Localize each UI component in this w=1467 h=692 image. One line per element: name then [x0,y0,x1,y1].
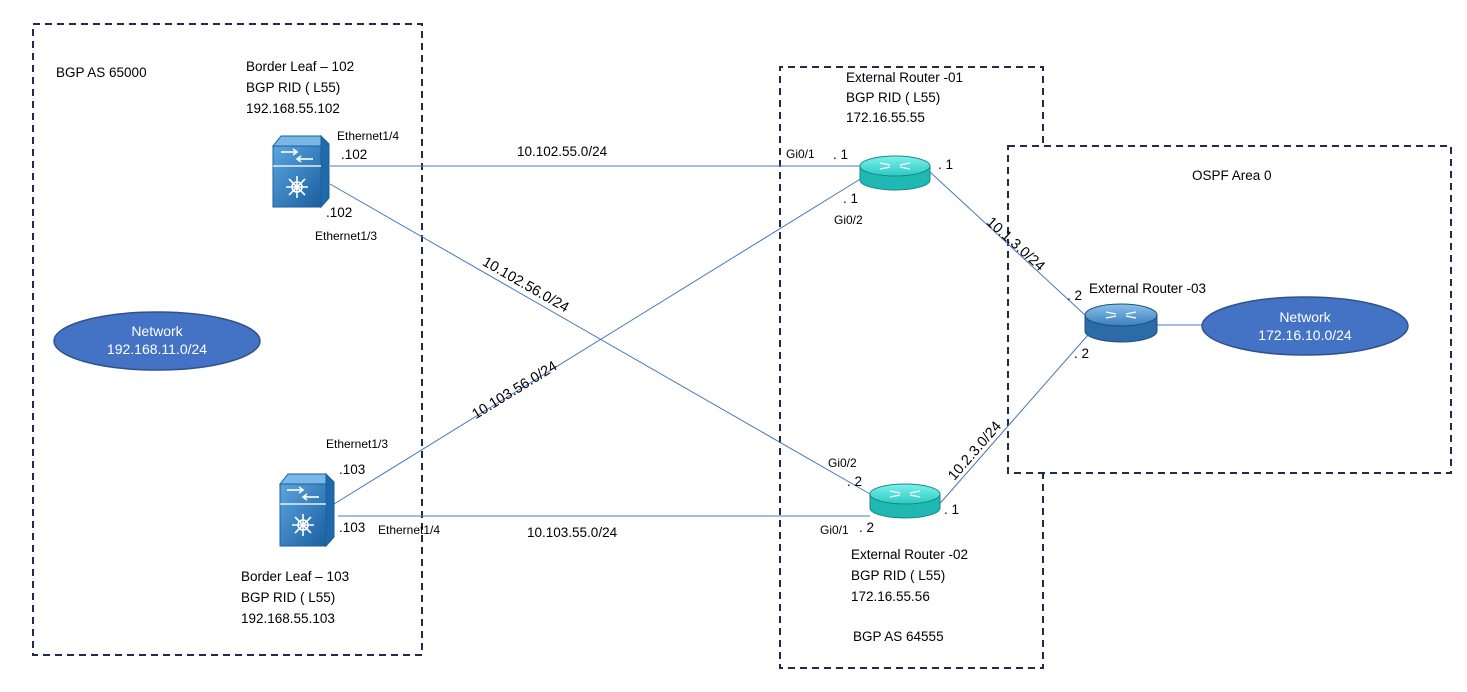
r03-l5-ip: . 2 [1067,288,1083,303]
r01-gi02: Gi0/2 [834,213,863,227]
network-left: Network 192.168.11.0/24 [57,322,257,358]
leaf102-name: Border Leaf – 102 [246,59,355,74]
switch-icon-leaf103 [278,472,335,548]
leaf102-eth13: Ethernet1/3 [315,229,378,243]
network-left-title: Network [131,323,183,339]
as-box-right [1007,145,1452,474]
r03-name: External Router -03 [1089,281,1207,296]
router-icon-r02 [869,483,941,519]
r02-gi01-ip: . 2 [859,520,875,535]
r01-rid-label: BGP RID ( L55) [846,90,941,105]
router-icon-r03 [1084,303,1158,343]
leaf103-eth14-ip: .103 [339,520,366,535]
network-right-ellipse [1201,296,1409,356]
leaf102-rid-label: BGP RID ( L55) [246,80,341,95]
leaf103-rid-label: BGP RID ( L55) [241,590,336,605]
leaf103-eth13-ip: .103 [339,462,366,477]
r01-gi01-ip: . 1 [833,147,849,162]
link-10-102-56 [329,183,871,495]
r02-name: External Router -02 [851,547,969,562]
network-left-ellipse [53,311,261,371]
leaf102-eth13-ip: .102 [326,205,353,220]
network-right: Network 172.16.10.0/24 [1205,308,1405,344]
r01-name: External Router -01 [846,70,964,85]
leaf102-rid: 192.168.55.102 [246,101,340,116]
link-10-1-3 [929,171,1086,316]
link-label-l1: 10.102.55.0/24 [517,144,608,159]
as-label-left: BGP AS 65000 [56,65,147,80]
leaf103-eth14: Ethernet1/4 [378,523,441,537]
leaf103-name: Border Leaf – 103 [241,569,350,584]
link-10-2-3 [935,334,1089,509]
r02-rid-label: BGP RID ( L55) [851,568,946,583]
as-box-middle [779,66,1044,669]
r02-gi01: Gi0/1 [820,523,849,537]
link-10-103-56 [333,177,863,505]
r02-l6-ip: . 1 [944,502,960,517]
r02-rid: 172.16.55.56 [851,589,930,604]
network-right-prefix: 172.16.10.0/24 [1258,327,1352,344]
r01-l5-ip: . 1 [938,157,954,172]
switch-icon-leaf102 [271,134,330,209]
r01-gi02-ip: . 1 [843,191,859,206]
network-left-prefix: 192.168.11.0/24 [106,341,208,358]
r02-gi02: Gi0/2 [828,456,857,470]
r01-gi01: Gi0/1 [786,147,815,161]
leaf103-rid: 192.168.55.103 [241,611,335,626]
leaf103-eth13: Ethernet1/3 [326,437,389,451]
r03-l6-ip: . 2 [1074,346,1090,361]
router-icon-r01 [859,155,931,191]
leaf102-eth14-ip: .102 [341,147,368,162]
link-label-l4: 10.103.55.0/24 [527,525,618,540]
as-label-middle: BGP AS 64555 [853,629,944,644]
as-box-left [32,23,423,656]
leaf102-eth14: Ethernet1/4 [337,129,400,143]
r01-rid: 172.16.55.55 [846,110,925,125]
as-label-right: OSPF Area 0 [1192,168,1272,183]
network-right-title: Network [1279,309,1331,325]
r02-gi02-ip: . 2 [847,474,863,489]
